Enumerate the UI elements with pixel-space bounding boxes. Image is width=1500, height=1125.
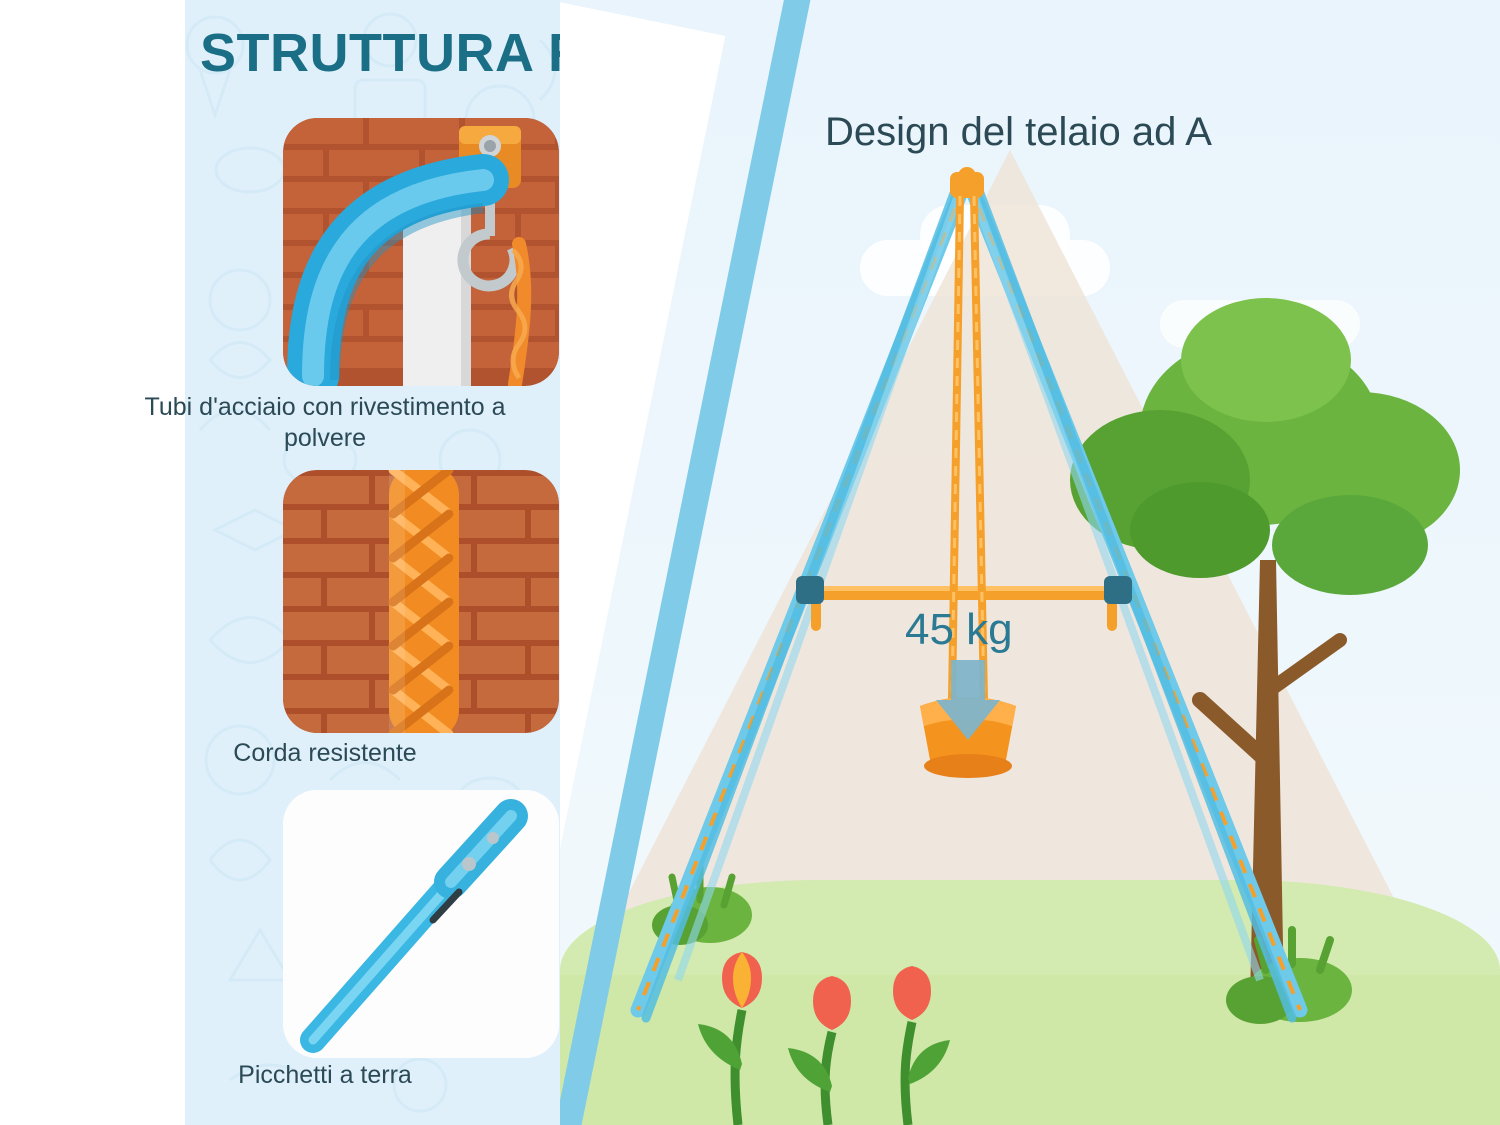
left-white-margin — [0, 0, 185, 1125]
tulips — [698, 952, 950, 1125]
photo-rope — [283, 470, 559, 733]
caption-ground-stakes: Picchetti a terra — [238, 1061, 412, 1089]
photo-steel-tubes — [283, 118, 559, 386]
left-panel: STRUTTURA ROBUSTA — [0, 0, 620, 1125]
caption-rope: Corda resistente — [233, 739, 417, 767]
right-subtitle: Design del telaio ad A — [825, 110, 1212, 154]
right-panel: Design del telaio ad A 45 kg — [560, 0, 1500, 1125]
caption-steel-tubes: Tubi d'acciaio con rivestimento a polver… — [144, 393, 506, 453]
photo-ground-stakes — [283, 790, 559, 1058]
page-title: STRUTTURA ROBUSTA — [200, 23, 620, 83]
scene-illustration — [630, 167, 1460, 1024]
load-capacity-label: 45 kg — [905, 605, 1013, 654]
